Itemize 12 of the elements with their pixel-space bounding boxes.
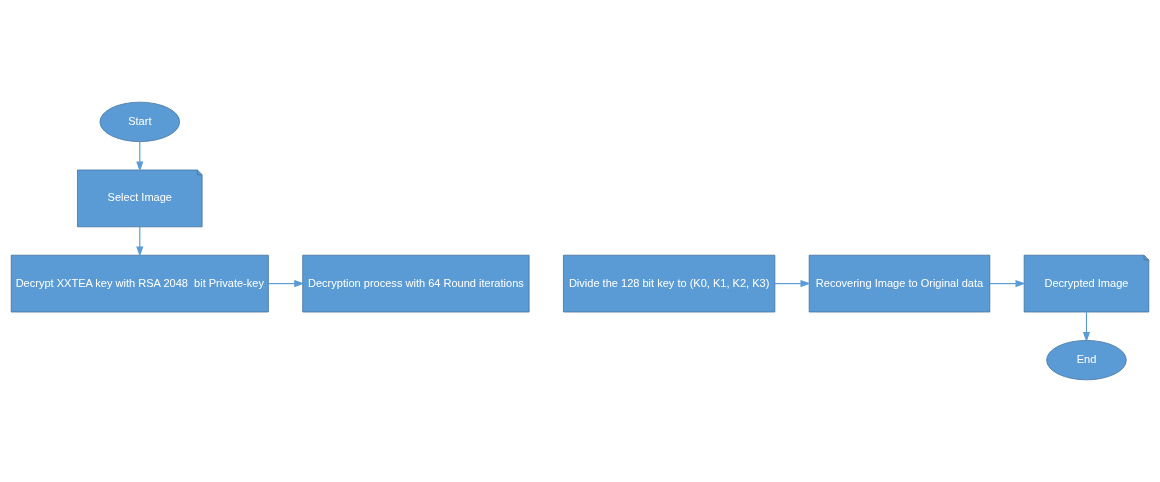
node-box: Recovering Image to Original data xyxy=(808,254,991,313)
node-box: Decryption process with 64 Round iterations xyxy=(302,254,530,313)
arrow xyxy=(1082,311,1091,343)
node-ellipse: End xyxy=(1046,340,1127,381)
arrow xyxy=(136,141,144,172)
arrow xyxy=(989,280,1026,288)
arrow xyxy=(136,226,144,257)
node-box: Divide the 128 bit key to (K0, K1, K2, K3) xyxy=(563,254,776,313)
arrow xyxy=(267,280,305,288)
node-ellipse: Start xyxy=(99,101,181,142)
arrow xyxy=(774,280,811,288)
node-box: Decrypt XXTEA key with RSA 2048 bit Private-key xyxy=(10,254,269,313)
